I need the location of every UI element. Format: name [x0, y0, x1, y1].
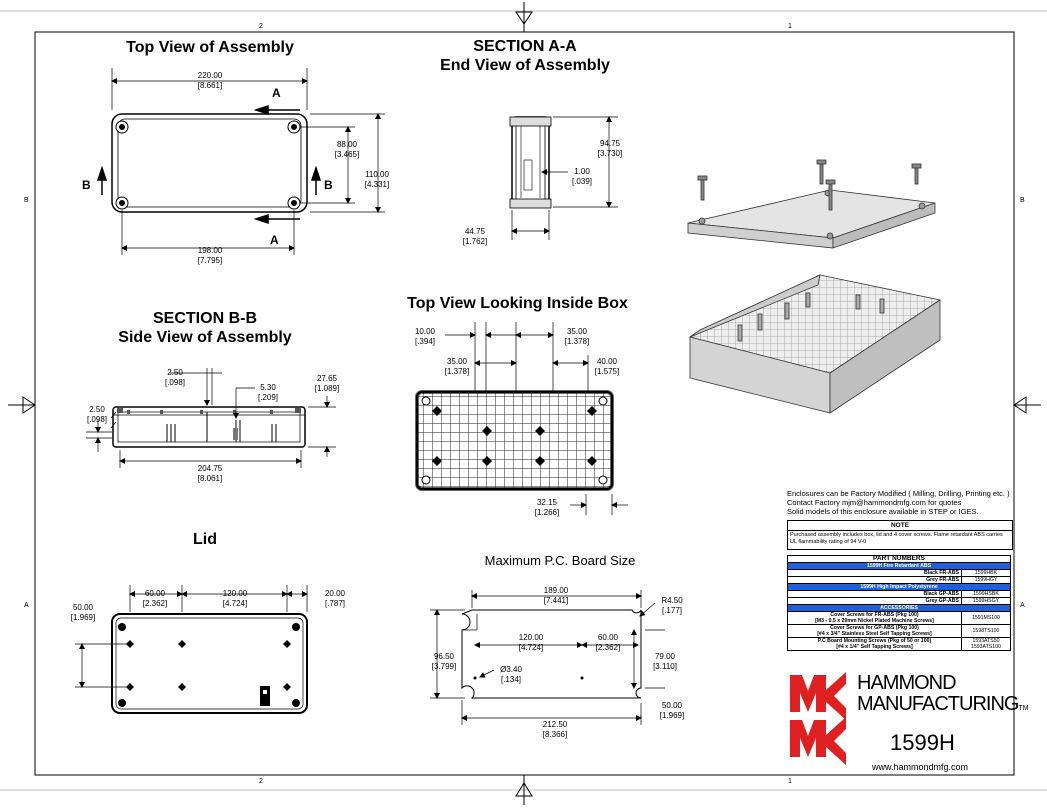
brand-name: HAMMOND MANUFACTURINGTM [857, 672, 1029, 715]
pcb-dim-height: 96.50[3.799] [431, 652, 457, 671]
section-aa-drawing [509, 116, 618, 240]
lid-dim-c: 20.00[.787] [324, 589, 346, 608]
section-label-a-top: A [272, 86, 281, 100]
inside-dim-b: 35.00[1.378] [444, 357, 470, 376]
parts-band-accessories: ACCESSORIES [787, 604, 1011, 612]
zone-col-2-bottom: 2 [259, 778, 263, 785]
bb-dim-lid: 5.30[.209] [257, 383, 278, 402]
zone-row-a-right: A [1020, 602, 1025, 609]
zone-col-2-top: 2 [259, 23, 263, 30]
aa-dim-width: 44.75[1.762] [462, 227, 488, 246]
pcb-dim-hole: Ø3.40[.134] [500, 665, 522, 684]
note-text: Purchased assembly includes box, lid and… [790, 532, 1003, 545]
lid-drawing [75, 585, 308, 714]
zone-row-a-left: A [24, 602, 29, 609]
section-bb-drawing [86, 368, 336, 468]
pcb-dim-notch: 50.00[1.969] [659, 701, 685, 720]
top-dim-hole-y: 88.00[3.465] [334, 140, 360, 159]
pcb-dim-mid-a: 120.00[4.724] [518, 633, 544, 652]
inside-dim-a: 10.00[.394] [414, 327, 436, 346]
zone-row-b-left: B [24, 197, 29, 204]
table-row: Cover Screws for GP-ABS (Pkg 100)[#4 x 3… [787, 624, 1012, 638]
parts-band-hips: 1599H High Impact Polystyrene [787, 583, 1011, 591]
bb-dim-length: 204.75[8.061] [197, 464, 223, 483]
isometric-view [687, 159, 942, 414]
parts-band-fr: 1599H Fire Retardant ABS [787, 562, 1011, 570]
table-row: Cover Screws for FR-ABS (Pkg 100)[M3 - 0… [787, 611, 1012, 625]
top-dim-height: 110.00[4.331] [364, 170, 390, 189]
lid-dim-d: 50.00[1.969] [70, 603, 96, 622]
pcb-title: Maximum P.C. Board Size [484, 553, 636, 568]
bb-dim-top: 2.50[.098] [164, 368, 185, 387]
section-label-b-right: B [324, 178, 333, 192]
top-view-title: Top View of Assembly [126, 39, 294, 56]
inside-dim-e: 32.15[1.266] [534, 498, 560, 517]
pcb-dim-width: 212.50[8.366] [542, 720, 568, 739]
aa-dim-height: 94.75[3.730] [597, 139, 623, 158]
pcb-dim-top: 189.00[7.441] [543, 586, 569, 605]
pcb-dim-radius: R4.50[.177] [661, 596, 683, 615]
inside-dim-c: 35.00[1.378] [564, 327, 590, 346]
section-label-b-left: B [82, 178, 91, 192]
table-row: P.C Board Mounting Screws (Pkg of 50 or … [787, 637, 1012, 651]
pcb-drawing [430, 590, 665, 725]
zone-col-1-top: 1 [788, 23, 792, 30]
part-numbers-table: PART NUMBERS 1599H Fire Retardant ABS Bl… [787, 555, 1012, 651]
website-link[interactable]: www.hammondmfg.com [872, 762, 969, 772]
brand-logo-mark [790, 672, 846, 765]
lid-dim-a: 60.00[2.362] [142, 589, 168, 608]
zone-col-1-bottom: 1 [788, 778, 792, 785]
zone-row-b-right: B [1020, 197, 1025, 204]
top-view-drawing [96, 68, 385, 255]
model-number: 1599H [890, 730, 955, 755]
parts-header: PART NUMBERS [787, 555, 1011, 563]
top-dim-hole-x: 198.00[7.795] [197, 246, 223, 265]
bb-dim-left: 2.50[.098] [86, 405, 107, 424]
inside-view-title: Top View Looking Inside Box [407, 295, 628, 312]
lid-dim-b: 120.00[4.724] [222, 589, 248, 608]
centering-marks [8, 2, 1041, 805]
inside-view-drawing [415, 322, 628, 515]
inside-dim-d: 40.00[1.575] [594, 357, 620, 376]
bb-dim-depth: 27.65[1.089] [314, 374, 340, 393]
lid-title: Lid [193, 531, 217, 548]
top-dim-width: 220.00[8.661] [197, 71, 223, 90]
info-text: Enclosures can be Factory Modified ( Mil… [787, 489, 1010, 516]
note-box: NOTE Purchased assembly includes box, li… [787, 520, 1013, 550]
pcb-dim-inner-h: 79.00[3.110] [653, 652, 677, 671]
pcb-dim-mid-b: 60.00[2.362] [595, 633, 621, 652]
note-header: NOTE [788, 521, 1012, 531]
section-label-a-bottom: A [270, 233, 279, 247]
aa-dim-wall: 1.00[.039] [571, 167, 592, 186]
